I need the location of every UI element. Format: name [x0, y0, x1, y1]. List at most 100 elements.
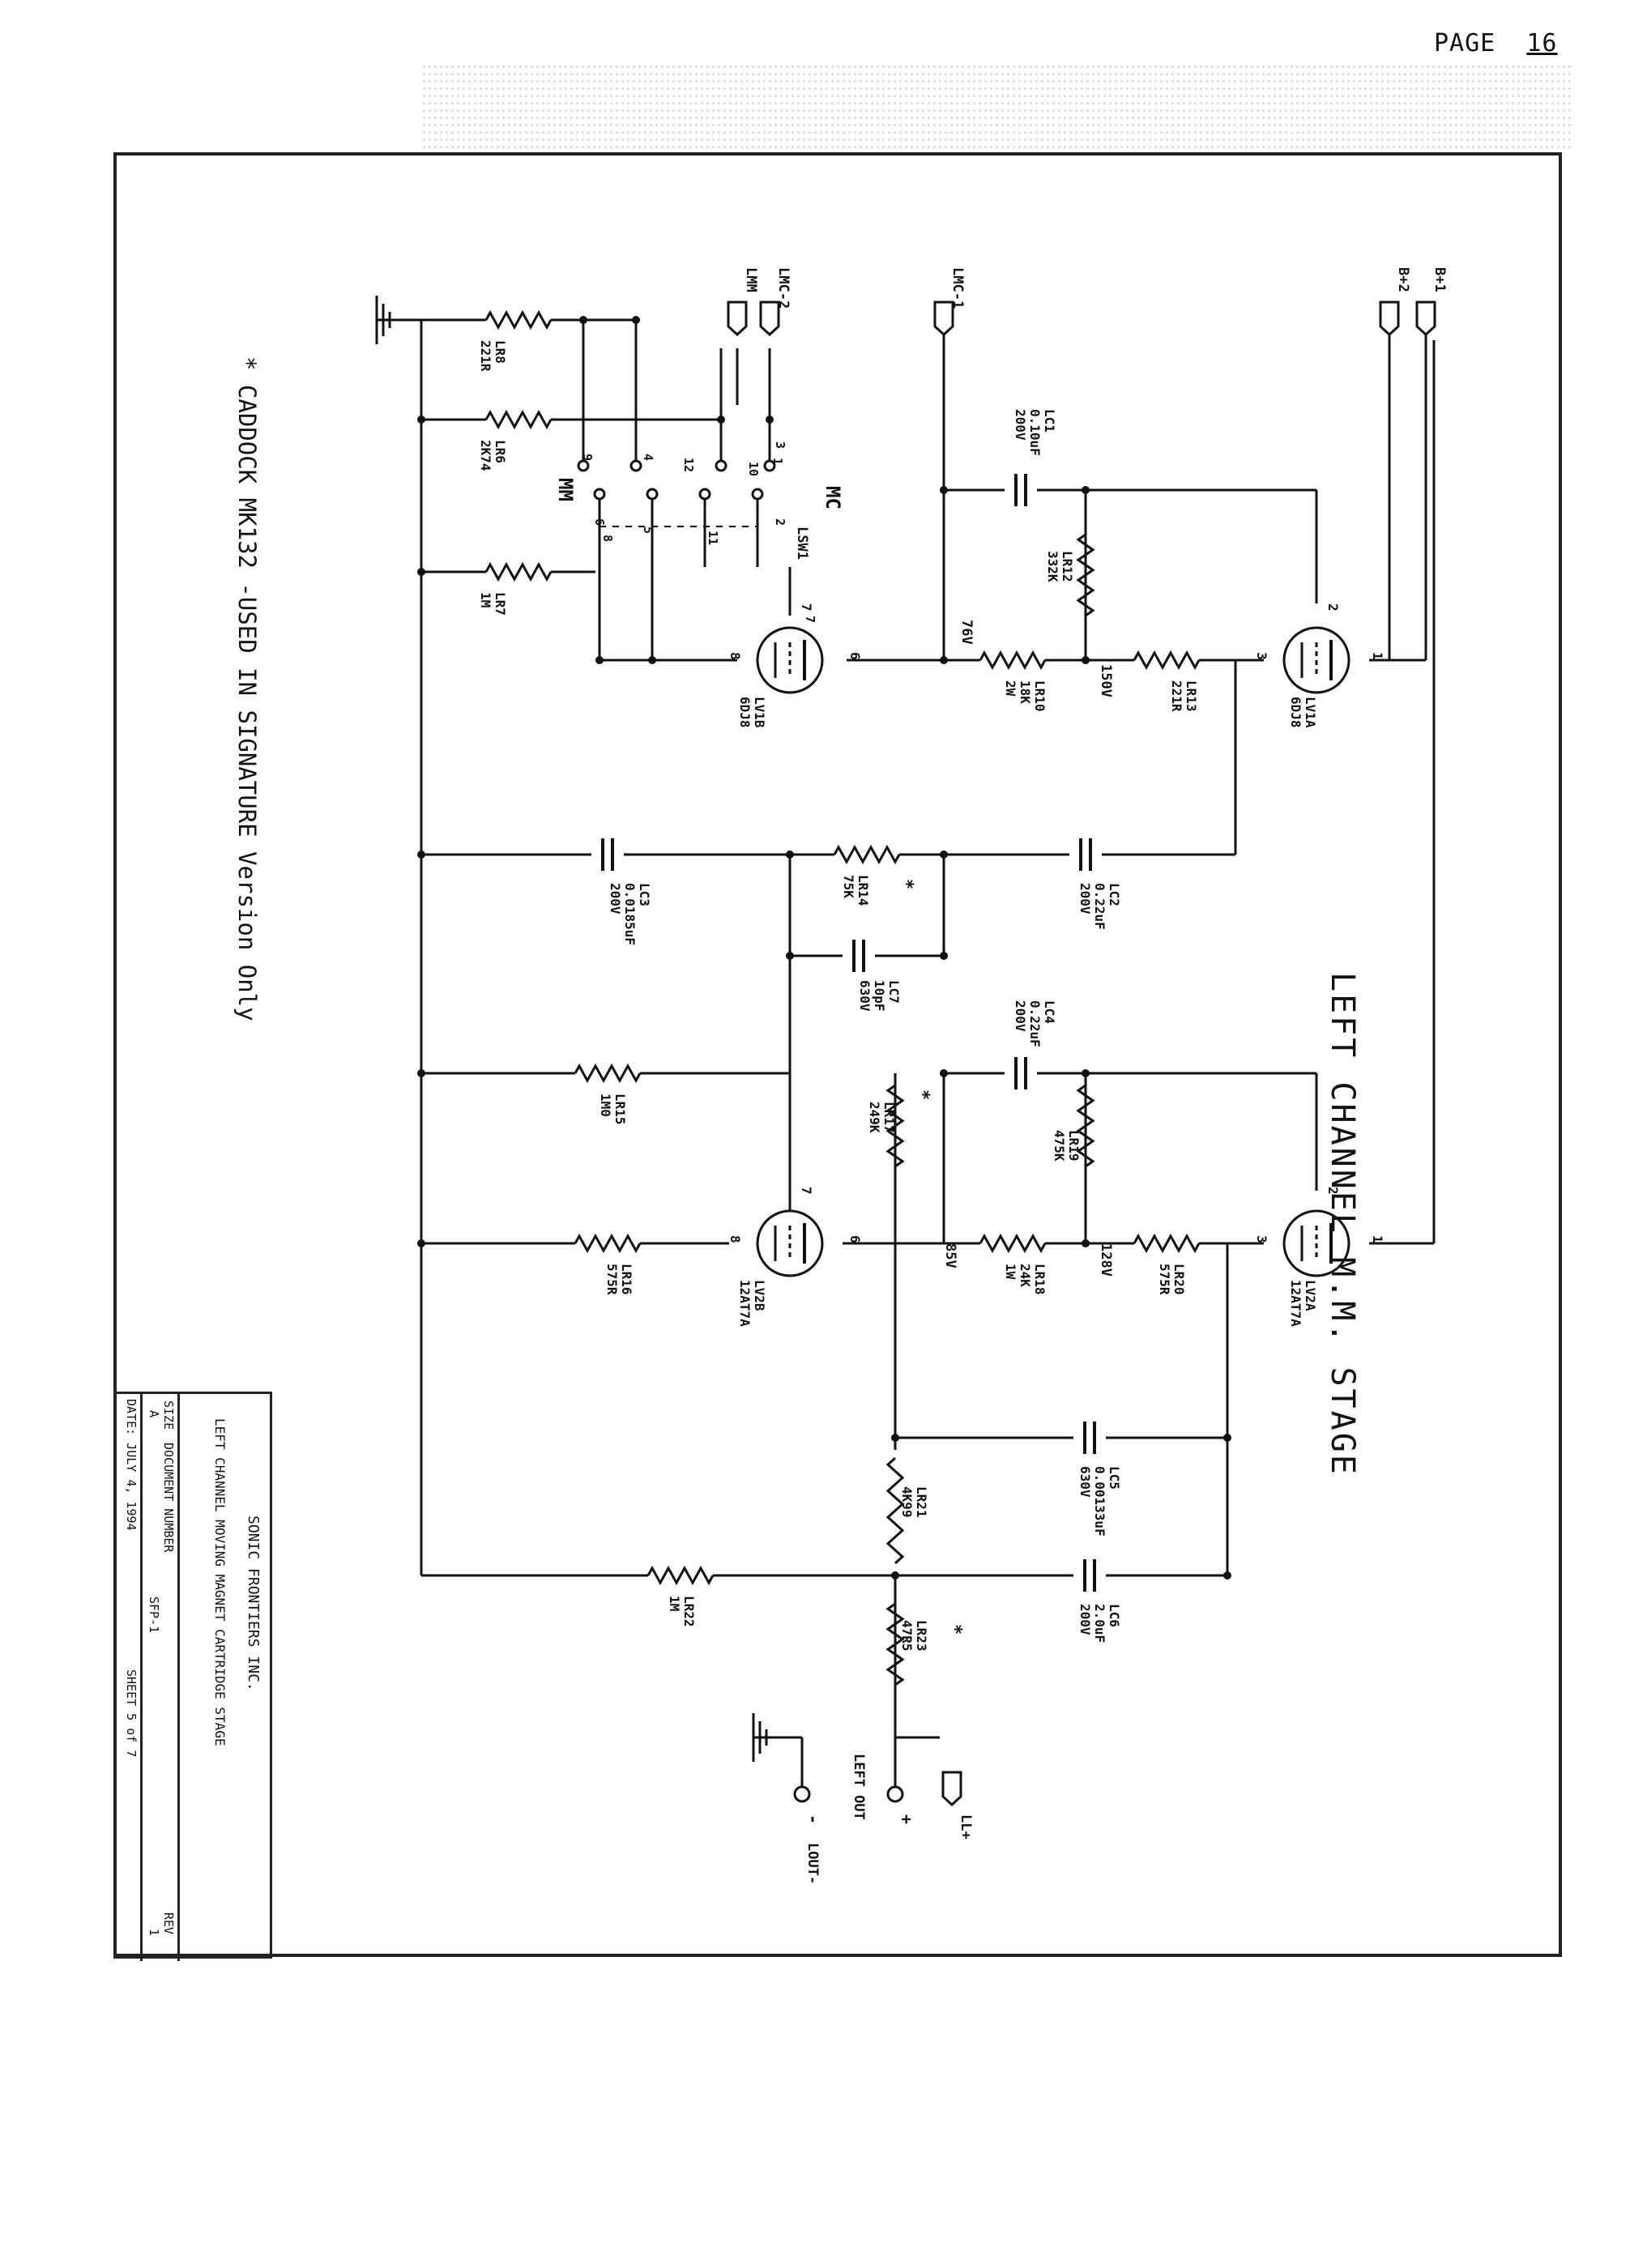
connector-lmc1	[933, 301, 954, 337]
switch-pin-6: 6	[592, 518, 607, 526]
lv2a-pin-1: 1	[1370, 1235, 1385, 1243]
lr10-extra: 2W	[1003, 680, 1018, 697]
switch-pin-8: 8	[600, 535, 615, 542]
lout-minus-terminal	[793, 1785, 811, 1803]
resistor-lr17	[885, 1084, 905, 1168]
junction-dot	[786, 850, 794, 859]
lr21-value: 4K99	[899, 1486, 915, 1518]
lr19-value: 475K	[1052, 1130, 1067, 1162]
switch-contact	[577, 459, 590, 472]
lc6-value: 2.0uF	[1092, 1604, 1107, 1643]
lv1a-ref: LV1A	[1303, 697, 1318, 728]
caddock-note: * CADDOCK MK132 -USED IN SIGNATURE Versi…	[233, 356, 261, 1021]
title-block: SONIC FRONTIERS INC. LEFT CHANNEL MOVING…	[113, 1392, 272, 1961]
junction-dot	[940, 850, 948, 859]
junction-dot	[717, 416, 725, 424]
lout-label: LOUT-	[804, 1843, 821, 1884]
lv1a-pin-3: 3	[1254, 652, 1269, 660]
switch-pin-1: 1	[770, 458, 785, 465]
lc7-voltage: 630V	[857, 980, 873, 1012]
lr8-value: 221R	[478, 340, 493, 372]
lc6-voltage: 200V	[1077, 1604, 1093, 1635]
lc1-ref: LC1	[1042, 409, 1057, 433]
resistor-lr15	[574, 1063, 642, 1084]
resistor-lr23	[885, 1602, 905, 1686]
b2-label: B+2	[1395, 267, 1411, 292]
size-label: SIZE	[161, 1400, 176, 1430]
junctions	[417, 316, 1231, 1580]
junction-dot	[595, 656, 604, 664]
lc5-value: 0.00133uF	[1092, 1466, 1107, 1537]
switch-contact	[629, 459, 642, 472]
lv2a-type: 12AT7A	[1288, 1280, 1304, 1327]
lc4-value: 0.22uF	[1027, 1000, 1043, 1047]
switch-ref: LSW1	[794, 526, 810, 560]
lr15-ref: LR15	[612, 1094, 628, 1125]
document-number: SFP-1	[147, 1597, 161, 1634]
voltage-128: 128V	[1098, 1243, 1114, 1277]
junction-dot	[1082, 656, 1090, 664]
switch-pin-2: 2	[773, 518, 787, 526]
junction-dot	[940, 486, 948, 494]
rev-label: REV	[161, 1912, 176, 1935]
components	[375, 296, 1436, 1807]
switch-pin-9: 9	[580, 454, 595, 461]
scan-noise	[421, 63, 1572, 152]
resistor-lr19	[1076, 1084, 1095, 1168]
resistor-lr22	[646, 1565, 715, 1586]
resistor-lr18	[979, 1233, 1047, 1254]
connector-b2	[1379, 301, 1400, 337]
lv1b-pin-6: 6	[847, 652, 863, 660]
switch-contact	[715, 459, 727, 472]
lc3-value: 0.0185uF	[622, 883, 638, 945]
schematic-title: LEFT CHANNEL M.M. STAGE	[1324, 972, 1361, 1477]
lc1-value: 0.10uF	[1027, 409, 1043, 456]
lr12-value: 332K	[1045, 551, 1060, 582]
lv2b-pin-8: 8	[727, 1235, 743, 1243]
junction-dot	[417, 568, 425, 576]
resistor-lr20	[1133, 1233, 1201, 1254]
lv1a-pin-2: 2	[1325, 603, 1341, 612]
lr20-value: 575R	[1157, 1264, 1172, 1295]
switch-pin-10: 10	[746, 462, 761, 476]
lv2a-pin-3: 3	[1254, 1235, 1269, 1243]
document-number-label: DOCUMENT NUMBER	[161, 1443, 176, 1553]
lr13-value: 221R	[1169, 680, 1184, 712]
junction-dot	[579, 316, 587, 324]
lv2a-pin-2: 2	[1325, 1187, 1341, 1195]
voltage-85: 85V	[942, 1243, 958, 1268]
lc6-ref: LC6	[1107, 1604, 1122, 1627]
lr23-star: *	[945, 1624, 965, 1635]
lr18-ref: LR18	[1032, 1264, 1048, 1295]
resistor-lr21	[885, 1456, 905, 1565]
junction-dot	[940, 1069, 948, 1077]
lout-plus-terminal	[886, 1785, 904, 1803]
switch-pin-12: 12	[681, 458, 696, 472]
junction-dot	[1223, 1571, 1231, 1580]
resistor-lr10	[979, 650, 1047, 671]
connector-ll	[941, 1771, 962, 1807]
drawing-border	[113, 152, 1562, 1957]
sheet: SHEET 5 of 7	[124, 1669, 139, 1758]
lv1b-ref: LV1B	[752, 697, 767, 728]
resistor-lr8	[484, 309, 553, 330]
switch-contact	[763, 459, 776, 472]
switch-contact	[593, 488, 606, 501]
junction-dot	[1223, 1434, 1231, 1442]
lc2-value: 0.22uF	[1092, 883, 1107, 930]
junction-dot	[417, 1069, 425, 1077]
junction-dot	[940, 656, 948, 664]
lr15-value: 1M0	[598, 1094, 613, 1117]
switch-contact	[698, 488, 711, 501]
lc3-voltage: 200V	[608, 883, 623, 914]
date: DATE: JULY 4, 1994	[124, 1399, 139, 1531]
junction-dot	[1082, 486, 1090, 494]
switch-mm-label: MM	[554, 478, 577, 501]
lr7-ref: LR7	[493, 592, 508, 616]
lr18-extra: 1W	[1003, 1264, 1018, 1280]
lc5-voltage: 630V	[1077, 1466, 1093, 1498]
junction-dot	[891, 1571, 899, 1580]
lv2b-ref: LV2B	[752, 1280, 767, 1311]
junction-dot	[648, 656, 656, 664]
lr13-ref: LR13	[1184, 680, 1199, 712]
